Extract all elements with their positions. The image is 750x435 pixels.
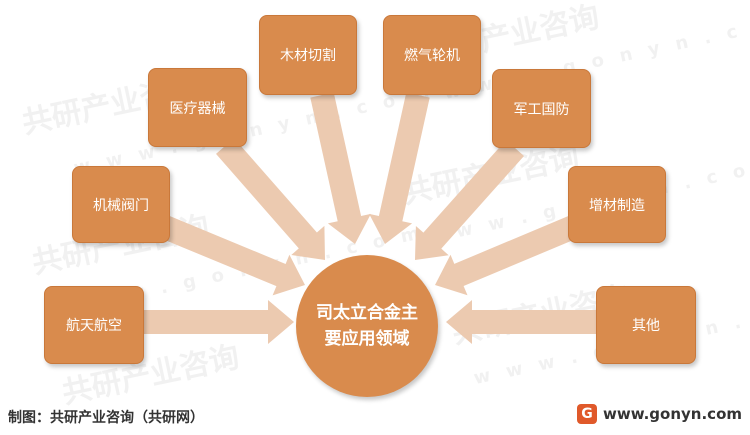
node-wood: 木材切割 [259, 15, 357, 95]
gonyn-logo-icon: G [576, 404, 597, 424]
arrow-medical [216, 138, 325, 260]
node-aerospace: 航天航空 [44, 286, 144, 364]
node-additive: 增材制造 [568, 166, 666, 243]
arrow-aerospace [144, 300, 294, 344]
node-medical: 医疗器械 [148, 68, 247, 147]
node-other: 其他 [596, 286, 696, 364]
arrow-turbine [369, 92, 430, 245]
arrow-wood [310, 92, 371, 245]
arrow-valves [155, 213, 305, 296]
source-caption: 制图：共研产业咨询（共研网） [8, 410, 204, 426]
brand-footer: G www.gonyn.com [576, 404, 742, 424]
center-title-line2: 要应用领域 [324, 329, 410, 349]
node-valves: 机械阀门 [72, 166, 170, 243]
arrow-additive [435, 213, 583, 296]
center-node: 司太立合金主 要应用领域 [296, 255, 438, 397]
node-turbine: 燃气轮机 [383, 15, 481, 95]
center-title-line1: 司太立合金主 [316, 303, 418, 323]
arrow-military [415, 140, 524, 260]
arrow-other [446, 300, 596, 344]
node-military: 军工国防 [492, 69, 591, 148]
brand-url: www.gonyn.com [602, 405, 742, 423]
